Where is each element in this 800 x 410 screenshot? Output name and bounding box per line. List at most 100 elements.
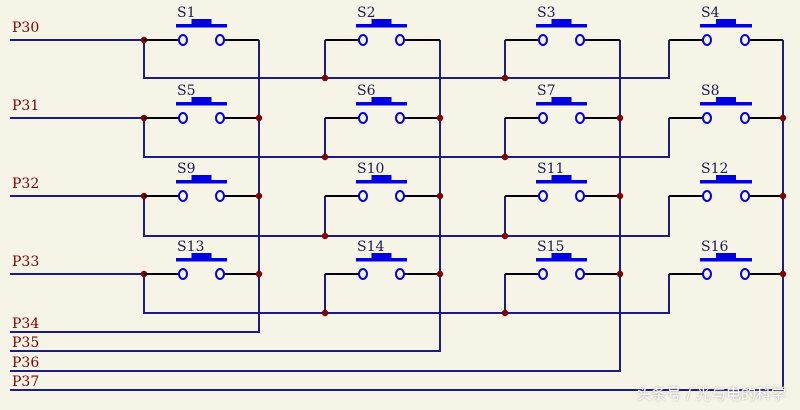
push-button-switch-s14 (356, 253, 407, 280)
switch-contact (702, 112, 712, 124)
junction-dot (501, 153, 509, 161)
junction-dot (321, 153, 329, 161)
junction-dot (255, 192, 263, 200)
switch-label: S7 (537, 83, 556, 99)
switch-contact (358, 190, 368, 202)
switch-actuator-bar (356, 180, 407, 184)
switch-contact (575, 112, 585, 124)
switch-actuator-bar (700, 24, 752, 28)
switch-button-cap (371, 175, 392, 181)
switch-actuator-bar (176, 258, 227, 262)
switch-actuator-bar (700, 102, 752, 106)
switch-label: S2 (357, 5, 376, 21)
switch-label: S13 (177, 239, 204, 255)
switch-contact (740, 268, 750, 280)
switch-contact (740, 190, 750, 202)
switch-label: S4 (701, 5, 720, 21)
switch-button-cap (551, 97, 572, 103)
switch-actuator-bar (536, 24, 587, 28)
junction-dot (255, 270, 263, 278)
switch-button-cap (191, 97, 212, 103)
port-label-p30: P30 (12, 20, 39, 36)
junction-dot (616, 114, 624, 122)
junction-dot (616, 270, 624, 278)
junction-dot (779, 114, 787, 122)
switch-button-cap (551, 175, 572, 181)
switch-button-cap (716, 175, 736, 181)
push-button-switch-s13 (176, 253, 227, 280)
junction-dot (501, 232, 509, 240)
push-button-switch-s3 (536, 19, 587, 46)
switch-button-cap (371, 19, 392, 25)
switch-contact (702, 268, 712, 280)
column-line-p35 (10, 40, 441, 352)
switch-contact (740, 34, 750, 46)
switch-label: S9 (177, 161, 196, 177)
switch-contact (215, 112, 225, 124)
push-button-switch-s11 (536, 175, 587, 202)
switch-contact (395, 112, 405, 124)
push-button-switch-s16 (700, 253, 752, 280)
port-label-p35: P35 (12, 335, 39, 351)
switch-button-cap (716, 253, 736, 259)
switch-contact (538, 112, 548, 124)
switch-contact (538, 34, 548, 46)
push-button-switch-s6 (356, 97, 407, 124)
junction-dot (436, 270, 444, 278)
junction-dot (779, 192, 787, 200)
switch-contact (395, 34, 405, 46)
switch-actuator-bar (536, 258, 587, 262)
switch-contact (215, 34, 225, 46)
switch-label: S16 (701, 239, 728, 255)
switch-label: S12 (701, 161, 728, 177)
junction-dot (321, 309, 329, 317)
junction-dot (255, 114, 263, 122)
switch-actuator-bar (356, 102, 407, 106)
switch-label: S15 (537, 239, 564, 255)
switch-button-cap (716, 19, 736, 25)
push-button-switch-s8 (700, 97, 752, 124)
switch-contact (702, 190, 712, 202)
switch-button-cap (551, 253, 572, 259)
switch-label: S1 (177, 5, 196, 21)
row-bus-p31 (143, 118, 670, 158)
push-button-switch-s9 (176, 175, 227, 202)
junction-dot (321, 232, 329, 240)
switch-contact (575, 34, 585, 46)
switch-contact (575, 190, 585, 202)
junction-dot (501, 74, 509, 82)
switch-label: S3 (537, 5, 556, 21)
switch-button-cap (716, 97, 736, 103)
switch-button-cap (371, 97, 392, 103)
switch-label: S8 (701, 83, 720, 99)
row-bus-p33 (143, 274, 670, 314)
switch-contact (178, 112, 188, 124)
junction-dot (436, 192, 444, 200)
junction-dot (436, 114, 444, 122)
switch-contact (358, 34, 368, 46)
push-button-switch-s7 (536, 97, 587, 124)
junction-dot (321, 74, 329, 82)
switch-actuator-bar (176, 180, 227, 184)
switch-button-cap (191, 175, 212, 181)
switch-button-cap (371, 253, 392, 259)
switch-contact (395, 190, 405, 202)
column-line-p36 (10, 40, 621, 372)
switch-contact (740, 112, 750, 124)
junction-dot (501, 309, 509, 317)
switch-label: S11 (537, 161, 564, 177)
junction-dot (616, 192, 624, 200)
switch-contact (178, 190, 188, 202)
column-line-p34 (10, 40, 260, 333)
push-button-switch-s5 (176, 97, 227, 124)
switch-actuator-bar (356, 258, 407, 262)
switch-contact (178, 34, 188, 46)
switch-contact (702, 34, 712, 46)
switch-label: S6 (357, 83, 376, 99)
switch-actuator-bar (700, 258, 752, 262)
switch-contact (575, 268, 585, 280)
switch-button-cap (191, 19, 212, 25)
switch-contact (215, 268, 225, 280)
